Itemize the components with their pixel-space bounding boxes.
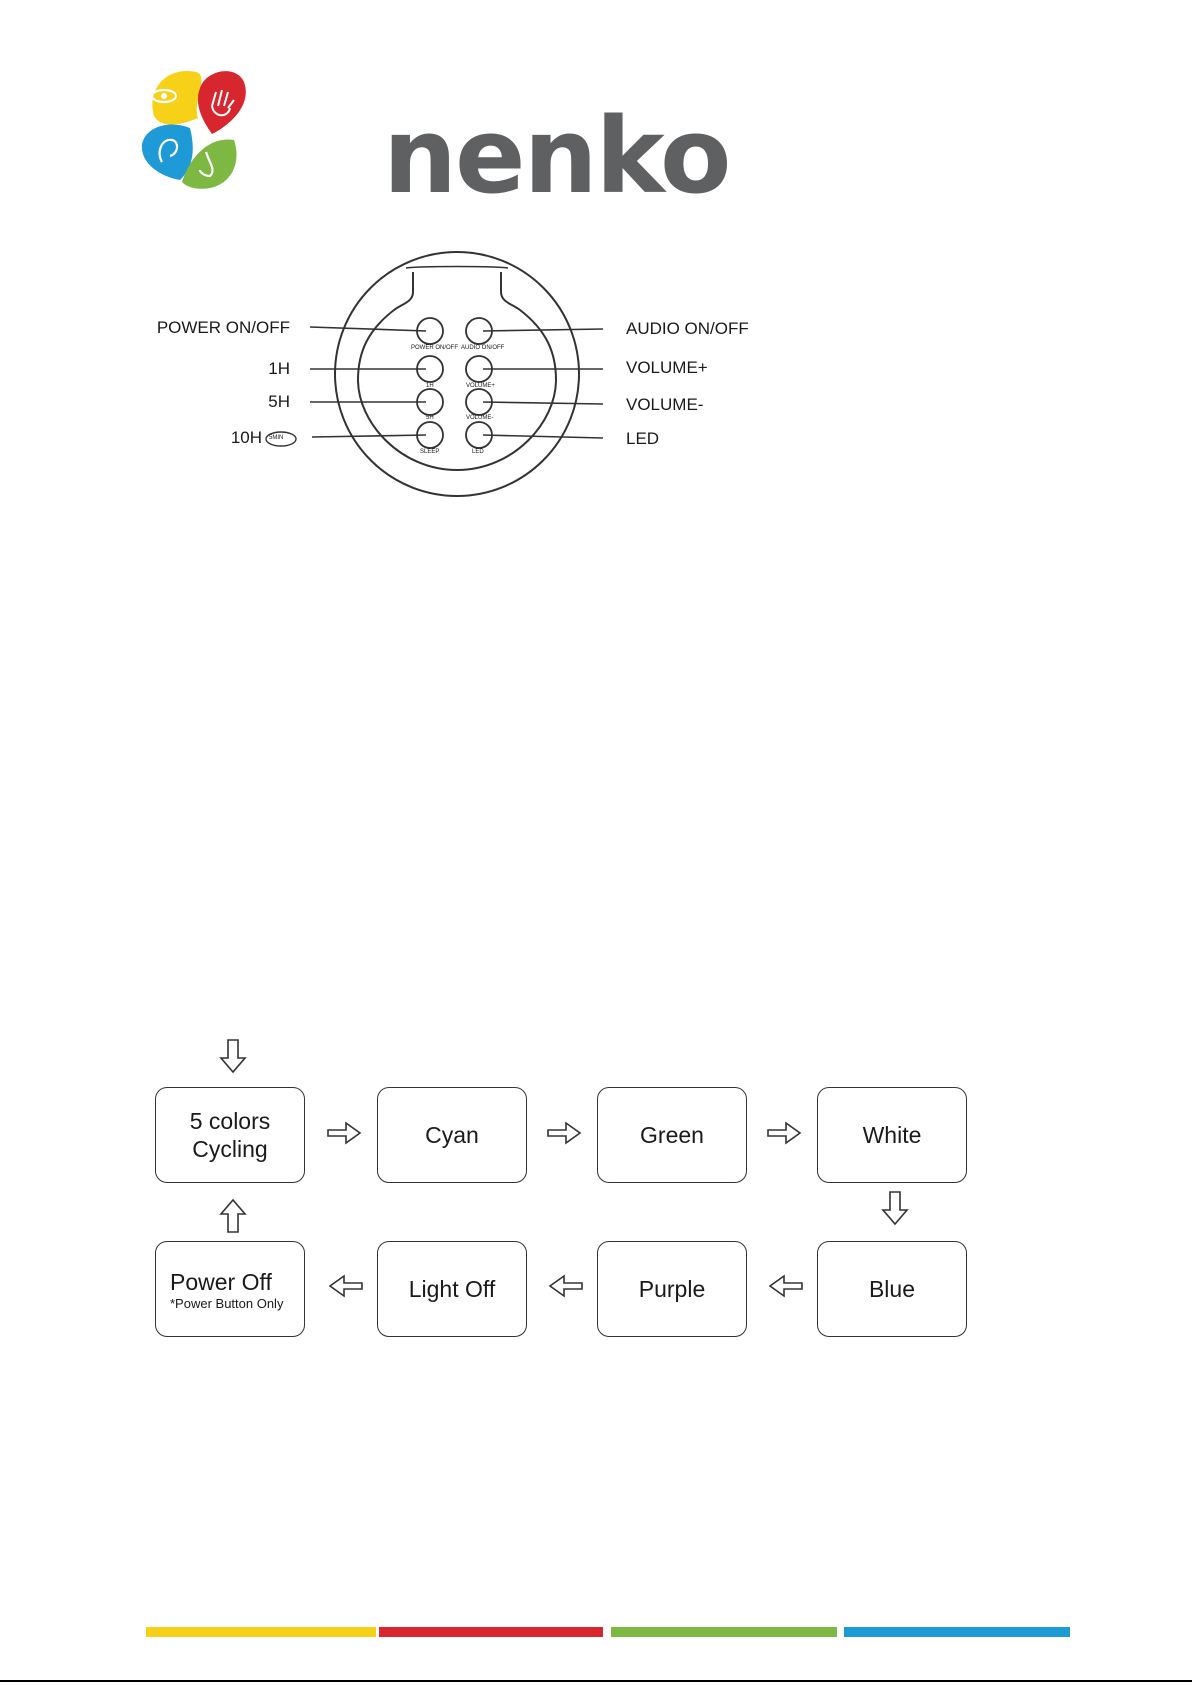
- flow-box-white: White: [817, 1087, 967, 1183]
- arrow-left-icon: [330, 1276, 362, 1296]
- arrow-down-icon: [883, 1192, 907, 1224]
- flow-box-note: *Power Button Only: [170, 1296, 283, 1311]
- arrow-left-icon: [550, 1276, 582, 1296]
- flow-box-purple: Purple: [597, 1241, 747, 1337]
- flow-box-label: Green: [640, 1121, 704, 1149]
- flow-box-label: Light Off: [409, 1275, 496, 1303]
- flow-box-label: Purple: [639, 1275, 705, 1303]
- footer-bar-yellow: [146, 1627, 376, 1637]
- flow-box-label: White: [863, 1121, 922, 1149]
- footer-bar-red: [379, 1627, 603, 1637]
- flow-box-label: Power Off: [170, 1268, 272, 1296]
- arrow-up-icon: [221, 1200, 245, 1232]
- flow-box-blue: Blue: [817, 1241, 967, 1337]
- flow-box-label: Cyan: [425, 1121, 479, 1149]
- arrow-left-icon: [770, 1276, 802, 1296]
- footer-bar-blue: [844, 1627, 1070, 1637]
- arrow-down-icon: [221, 1040, 245, 1072]
- footer-bar-green: [611, 1627, 837, 1637]
- arrow-right-icon: [548, 1123, 580, 1143]
- flow-box-light-off: Light Off: [377, 1241, 527, 1337]
- arrow-right-icon: [768, 1123, 800, 1143]
- flow-box-power-off: Power Off *Power Button Only: [155, 1241, 305, 1337]
- bottom-rule: [0, 1680, 1192, 1682]
- arrow-right-icon: [328, 1123, 360, 1143]
- flow-box-cyan: Cyan: [377, 1087, 527, 1183]
- flow-box-green: Green: [597, 1087, 747, 1183]
- flow-box-label: Blue: [869, 1275, 915, 1303]
